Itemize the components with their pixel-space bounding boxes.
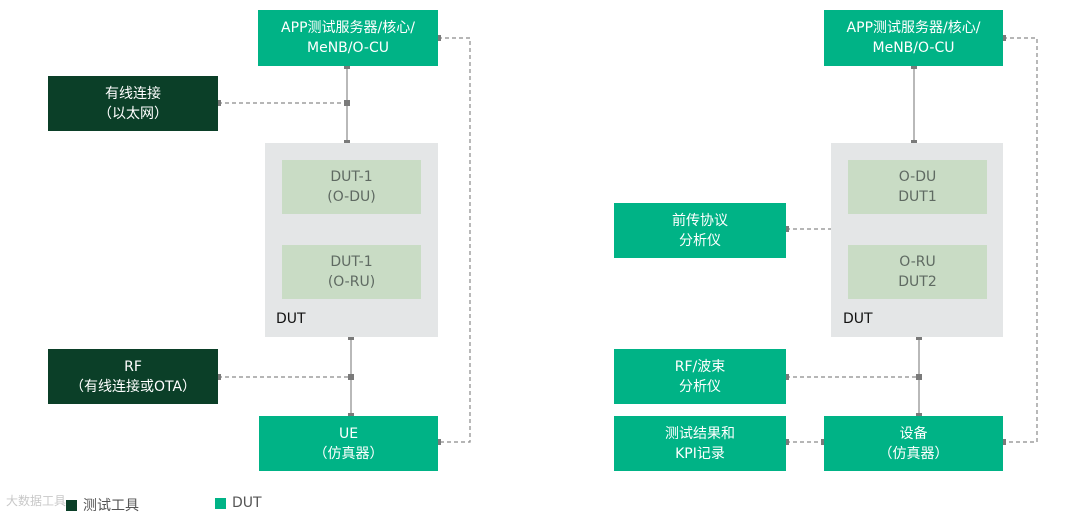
right-results-kpi-box: 测试结果和 KPI记录 [614, 416, 786, 471]
left-ue-box: UE （仿真器） [259, 416, 438, 471]
legend-tool-label: 测试工具 [83, 498, 139, 514]
left-dut-label: DUT [276, 311, 306, 327]
right-device-label: 设备 （仿真器） [878, 425, 949, 462]
right-rf-beam-analyzer-box: RF/波束 分析仪 [614, 349, 786, 404]
right-app-server-label: APP测试服务器/核心/ MeNB/O-CU [846, 20, 981, 56]
right-odu-box: O-DU DUT1 [848, 160, 987, 214]
right-oru-box: O-RU DUT2 [848, 245, 987, 299]
left-dut2-box: DUT-1 (O-RU) [282, 245, 421, 299]
left-wired-connection-label: 有线连接 （以太网） [98, 85, 168, 122]
right-odu-label: O-DU DUT1 [898, 169, 937, 205]
left-dut1-box: DUT-1 (O-DU) [282, 160, 421, 214]
right-fronthaul-analyzer-label: 前传协议 分析仪 [672, 212, 728, 249]
left-dut1-label: DUT-1 (O-DU) [327, 169, 376, 205]
left-wired-connection-box: 有线连接 （以太网） [48, 76, 218, 131]
watermark-text: 大数据工具 [6, 494, 67, 508]
legend-dut-label: DUT [232, 495, 262, 511]
left-ue-label: UE （仿真器） [313, 425, 384, 462]
right-dut-label: DUT [843, 311, 873, 327]
left-app-server-box: APP测试服务器/核心/ MeNB/O-CU [258, 10, 438, 66]
right-rf-beam-analyzer-label: RF/波束 分析仪 [674, 358, 726, 395]
left-dut2-label: DUT-1 (O-RU) [327, 254, 376, 290]
left-rf-label: RF （有线连接或OTA） [69, 358, 197, 395]
legend-dut: DUT [215, 495, 262, 511]
right-fronthaul-analyzer-box: 前传协议 分析仪 [614, 203, 786, 258]
right-app-server-box: APP测试服务器/核心/ MeNB/O-CU [824, 10, 1003, 66]
legend-tool-swatch [66, 499, 77, 511]
left-app-server-label: APP测试服务器/核心/ MeNB/O-CU [281, 20, 415, 56]
right-device-box: 设备 （仿真器） [824, 416, 1003, 471]
left-rf-box: RF （有线连接或OTA） [48, 349, 218, 404]
legend-dut-swatch [215, 497, 226, 509]
legend-test-tool: 测试工具 [66, 495, 139, 515]
right-results-kpi-label: 测试结果和 KPI记录 [665, 425, 735, 462]
right-oru-label: O-RU DUT2 [898, 254, 937, 290]
